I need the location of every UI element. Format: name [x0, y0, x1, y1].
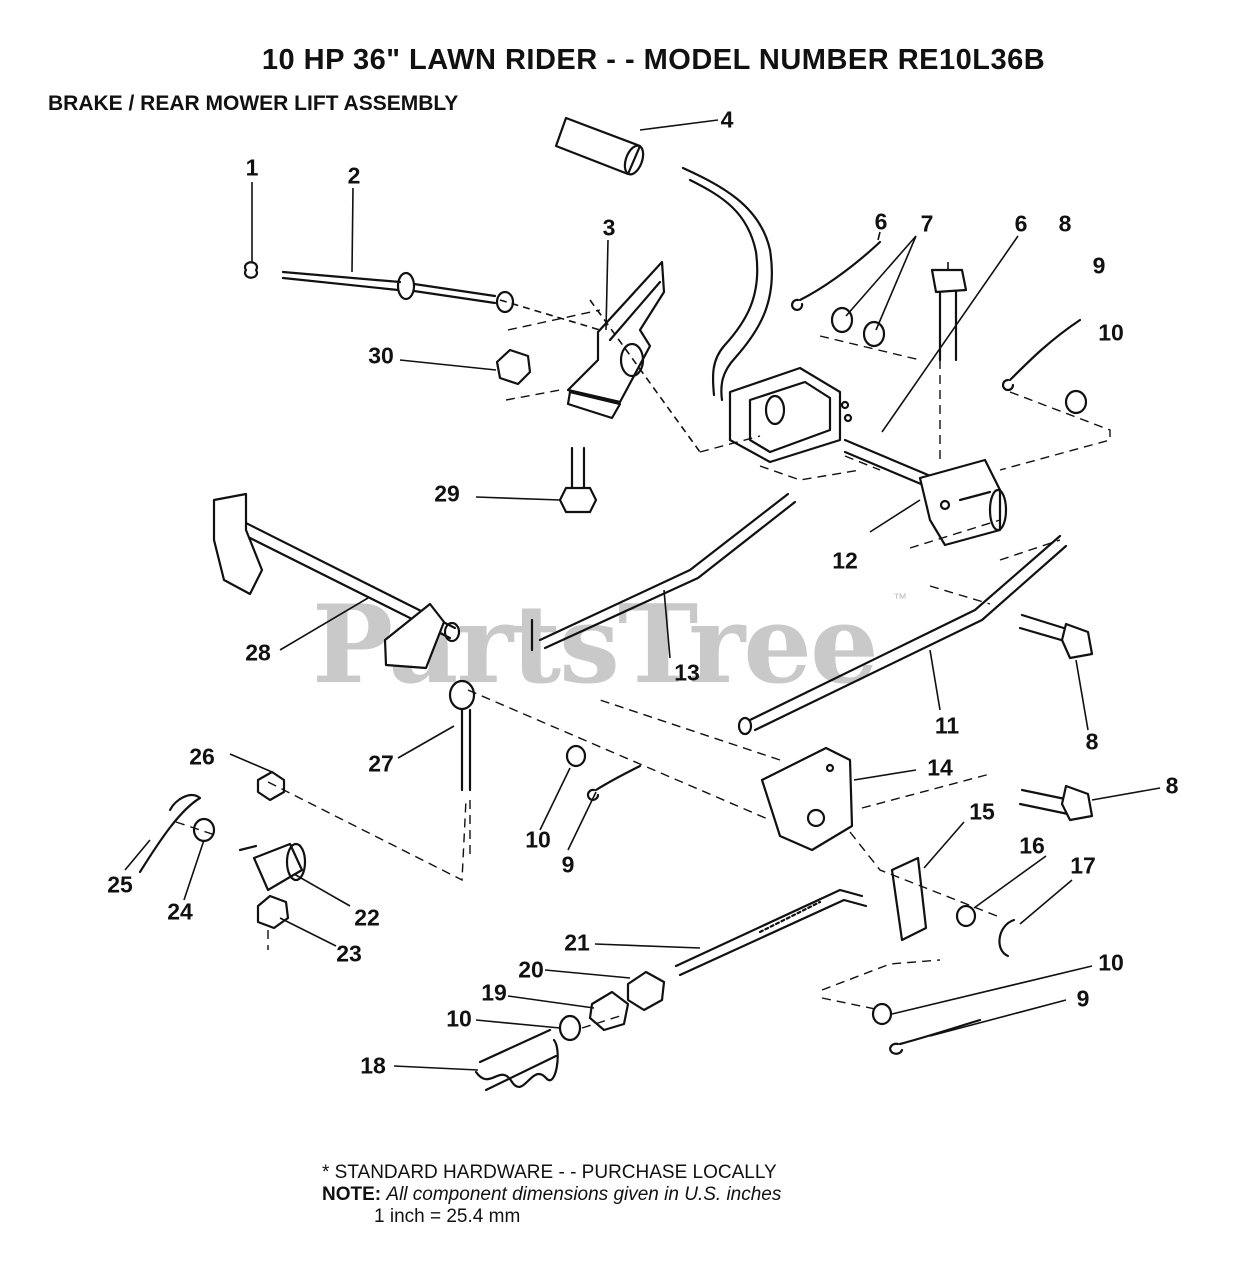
callout-27: 27: [368, 750, 394, 777]
callout-20: 20: [518, 956, 544, 983]
callout-21: 21: [564, 929, 590, 956]
part-12-cross-shaft: [843, 438, 1008, 547]
callout-17: 17: [1070, 852, 1096, 879]
part-29-bolt: [558, 446, 598, 514]
callout-30: 30: [368, 342, 394, 369]
part-17-e-clip: [998, 918, 1016, 958]
part-10-washer-middle: [565, 744, 587, 768]
callout-3: 3: [602, 214, 616, 241]
part-9-cotter-pin-upper: [1001, 318, 1082, 392]
part-16-washer: [955, 904, 977, 928]
callout-6a: 6: [874, 208, 888, 235]
assembly-subtitle: BRAKE / REAR MOWER LIFT ASSEMBLY: [48, 92, 459, 115]
part-8-bolt-vertical: [930, 268, 968, 362]
part-23-nut: [256, 894, 290, 930]
callout-25: 25: [107, 871, 133, 898]
part-20-nut: [626, 970, 666, 1012]
callout-28: 28: [245, 639, 271, 666]
callout-10b: 10: [525, 826, 551, 853]
callout-15: 15: [969, 798, 995, 825]
part-10-washer-upper: [1064, 389, 1088, 415]
callout-12: 12: [832, 547, 858, 574]
part-8-bolt-horizontal-a: [1018, 613, 1094, 660]
callout-4: 4: [720, 106, 734, 133]
callout-10d: 10: [1098, 949, 1124, 976]
callout-8c: 8: [1165, 772, 1179, 799]
part-10-washer-lower-right: [871, 1002, 893, 1026]
part-15-plate: [890, 856, 928, 942]
part-7-washer-a: [830, 306, 854, 334]
part-6-cotter-pin-upper: [791, 240, 882, 311]
callout-23: 23: [336, 940, 362, 967]
callout-9c: 9: [1076, 985, 1090, 1012]
part-28-rear-shaft: [212, 492, 461, 670]
callout-24: 24: [167, 898, 193, 925]
callout-8a: 8: [1058, 210, 1072, 237]
callout-26: 26: [189, 743, 215, 770]
part-22-swivel: [238, 842, 307, 892]
footer-notes: * STANDARD HARDWARE - - PURCHASE LOCALLY…: [322, 1162, 781, 1228]
callout-11: 11: [934, 712, 960, 739]
callout-13: 13: [674, 659, 700, 686]
callout-1: 1: [245, 154, 259, 181]
note-label: NOTE:: [322, 1184, 382, 1205]
part-19-nut: [588, 990, 630, 1032]
note-text: All component dimensions given in U.S. i…: [386, 1184, 782, 1205]
part-21-threaded-rod: [674, 888, 868, 977]
callout-18: 18: [360, 1052, 386, 1079]
part-3-bracket: [566, 260, 666, 420]
part-4-lift-handle: [554, 116, 853, 464]
callout-9a: 9: [1092, 252, 1106, 279]
callout-6b: 6: [1014, 210, 1028, 237]
trademark-symbol: ™: [893, 590, 907, 606]
callout-14: 14: [927, 754, 953, 781]
callout-16: 16: [1019, 832, 1045, 859]
callout-29: 29: [434, 480, 460, 507]
conversion-note: 1 inch = 25.4 mm: [374, 1206, 521, 1227]
part-7-washer-b: [862, 320, 886, 348]
part-2-brake-rod: [281, 270, 515, 314]
part-24-washer: [192, 817, 216, 843]
part-10-washer-lower: [558, 1014, 582, 1042]
part-25-hairpin: [138, 794, 202, 874]
part-30-nut: [495, 348, 532, 386]
callout-9b: 9: [561, 851, 575, 878]
part-13-link-rod: [530, 492, 797, 652]
callout-10a: 10: [1098, 319, 1124, 346]
part-1-cotter-pin: [243, 261, 259, 279]
page-title: 10 HP 36" LAWN RIDER - - MODEL NUMBER RE…: [261, 44, 1046, 76]
part-9-cotter-pin-lower-right: [889, 1018, 982, 1055]
part-26-nut: [256, 770, 286, 802]
callout-7: 7: [920, 210, 934, 237]
part-27-eye-bolt: [448, 679, 476, 792]
part-9-cotter-pin-middle: [586, 764, 642, 801]
callout-2: 2: [347, 162, 361, 189]
dimension-note: NOTE: All component dimensions given in …: [322, 1184, 781, 1206]
part-18-spring: [474, 1028, 559, 1092]
callout-8b: 8: [1085, 728, 1099, 755]
part-11-lift-rod: [737, 534, 1068, 736]
callout-19: 19: [481, 979, 507, 1006]
standard-hardware-note: * STANDARD HARDWARE - - PURCHASE LOCALLY: [322, 1162, 777, 1183]
part-8-bolt-horizontal-b: [1018, 784, 1094, 822]
callout-10c: 10: [446, 1005, 472, 1032]
callout-22: 22: [354, 904, 380, 931]
part-14-bracket: [760, 746, 854, 852]
